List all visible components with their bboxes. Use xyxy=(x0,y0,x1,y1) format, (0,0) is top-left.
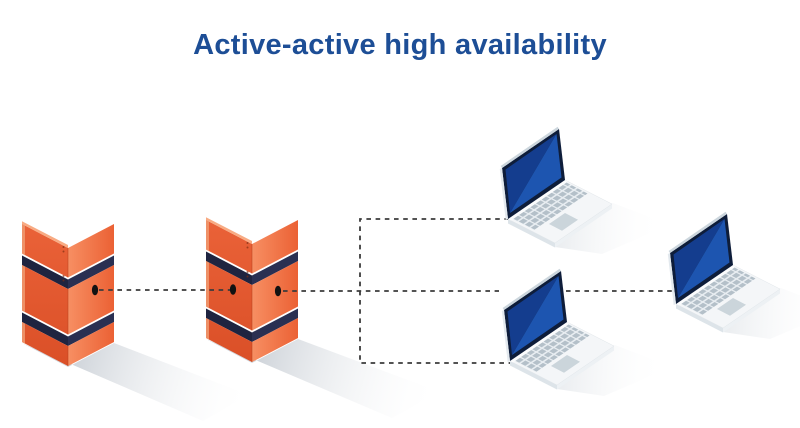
laptop-1 xyxy=(499,126,671,255)
firewall-b xyxy=(205,216,299,363)
link-branch-laptop-1-2 xyxy=(359,218,511,364)
firewall-shadows xyxy=(22,339,440,421)
dashed-connectors xyxy=(99,218,676,364)
port xyxy=(229,284,237,295)
firewall-icon xyxy=(21,220,115,367)
port xyxy=(91,284,99,296)
laptop-2 xyxy=(501,268,673,397)
firewall-b-shadow xyxy=(206,339,440,418)
firewall-a xyxy=(21,220,115,367)
diagram-title: Active-active high availability xyxy=(193,29,607,61)
laptop-3 xyxy=(667,211,800,340)
port xyxy=(274,285,282,297)
firewall-a-shadow xyxy=(22,343,249,421)
